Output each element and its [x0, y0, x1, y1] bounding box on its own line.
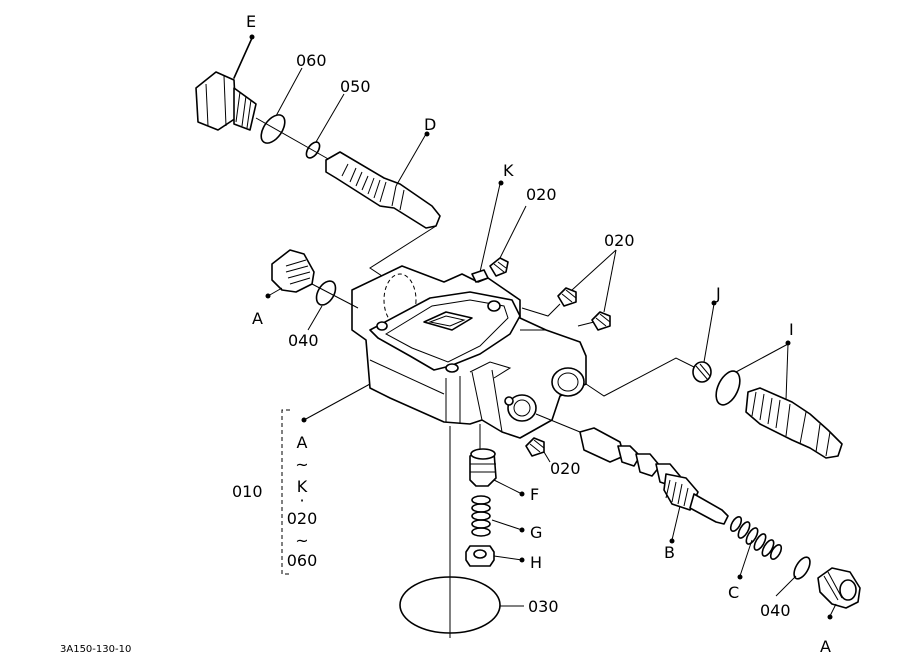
- leader-d: [395, 133, 427, 187]
- leader-060-top: [275, 67, 303, 117]
- leader-010: [303, 383, 371, 421]
- leader-a-left: [267, 287, 283, 297]
- axis-a-left: [311, 283, 359, 309]
- o-ring-060-top: [260, 114, 286, 144]
- dot-a-right: [827, 614, 833, 620]
- dot-i: [785, 340, 791, 346]
- plug-a-left: [271, 249, 315, 293]
- spring-c: [729, 515, 783, 561]
- label-030: 030: [528, 597, 559, 616]
- dot-010: [301, 417, 307, 423]
- axis-e-d: [255, 117, 331, 161]
- axis-020-b: [521, 303, 561, 317]
- o-ring-030: [399, 576, 501, 634]
- plug-020-b1: [557, 287, 577, 307]
- label-040-right: 040: [760, 601, 791, 620]
- dot-c: [737, 574, 743, 580]
- dot-h: [519, 557, 525, 563]
- group-line-3: K: [297, 477, 308, 496]
- group-line-6: ~: [295, 531, 308, 550]
- label-c: C: [728, 583, 739, 602]
- label-a-right: A: [820, 637, 831, 656]
- leader-i-2: [785, 343, 789, 401]
- label-020-c: 020: [550, 459, 581, 478]
- plug-020-c: [525, 437, 545, 457]
- label-a-left: A: [252, 309, 263, 328]
- label-e: E: [246, 12, 256, 31]
- label-060-top: 060: [296, 51, 327, 70]
- relief-valve-i: [745, 387, 843, 459]
- group-line-1: A: [297, 433, 308, 452]
- o-ring-040-left: [315, 280, 337, 306]
- axis-020-b2: [577, 321, 595, 327]
- dot-a-left: [265, 293, 271, 299]
- label-i: I: [789, 320, 794, 339]
- label-g: G: [530, 523, 542, 542]
- leader-c: [739, 539, 753, 577]
- leader-e: [233, 37, 253, 79]
- body-window: [423, 311, 473, 331]
- label-f: F: [530, 485, 539, 504]
- axis-j-i: [585, 357, 701, 397]
- plug-020-b2: [591, 311, 611, 331]
- path-d-body: [369, 225, 437, 277]
- spring-g: [471, 495, 491, 537]
- spool-d: [325, 151, 441, 229]
- o-ring-040-right: [793, 556, 811, 580]
- plug-a-right: [817, 567, 861, 609]
- plug-020-a: [489, 257, 509, 277]
- label-040-left: 040: [288, 331, 319, 350]
- label-010: 010: [232, 482, 263, 501]
- group-line-5: 020: [287, 509, 318, 528]
- leader-a-right: [829, 603, 837, 617]
- group-bracket: [281, 409, 290, 575]
- leader-040-left: [307, 305, 323, 331]
- leader-020-b1: [571, 249, 617, 291]
- leader-f: [493, 479, 523, 495]
- leader-020-c: [543, 451, 551, 463]
- leader-j: [703, 303, 715, 363]
- leader-g: [491, 519, 523, 531]
- label-020-a: 020: [526, 185, 557, 204]
- leader-i-1: [735, 343, 789, 373]
- dot-g: [519, 527, 525, 533]
- figure-code: 3A150-130-10: [60, 644, 131, 655]
- dot-b: [669, 538, 675, 544]
- leader-020-b2: [603, 249, 617, 313]
- o-ring-i: [715, 370, 741, 406]
- leader-b: [671, 505, 681, 541]
- dot-d: [424, 131, 430, 137]
- dot-e: [249, 34, 255, 40]
- spool-b: [535, 413, 729, 525]
- label-j: J: [715, 284, 721, 303]
- leader-h: [493, 555, 523, 561]
- leader-050: [315, 93, 345, 143]
- hidden-bore: [383, 273, 417, 327]
- label-020-b: 020: [604, 231, 635, 250]
- label-d: D: [424, 115, 436, 134]
- seat-h: [465, 545, 495, 567]
- group-line-7: 060: [287, 551, 318, 570]
- group-line-4: ·: [299, 491, 304, 510]
- plug-e: [195, 71, 257, 131]
- label-050: 050: [340, 77, 371, 96]
- label-k: K: [503, 161, 514, 180]
- leader-020-a: [499, 205, 527, 259]
- label-h: H: [530, 553, 542, 572]
- leader-k: [479, 183, 501, 273]
- valve-body: [351, 265, 587, 439]
- group-range-text: A ~ K · 020 ~ 060: [287, 433, 318, 570]
- label-b: B: [664, 543, 675, 562]
- dot-k: [498, 180, 504, 186]
- dot-f: [519, 491, 525, 497]
- dot-j: [711, 300, 717, 306]
- leader-040-right: [775, 575, 797, 597]
- plunger-f: [469, 448, 497, 487]
- group-line-2: ~: [295, 455, 308, 474]
- plug-j: [692, 361, 712, 383]
